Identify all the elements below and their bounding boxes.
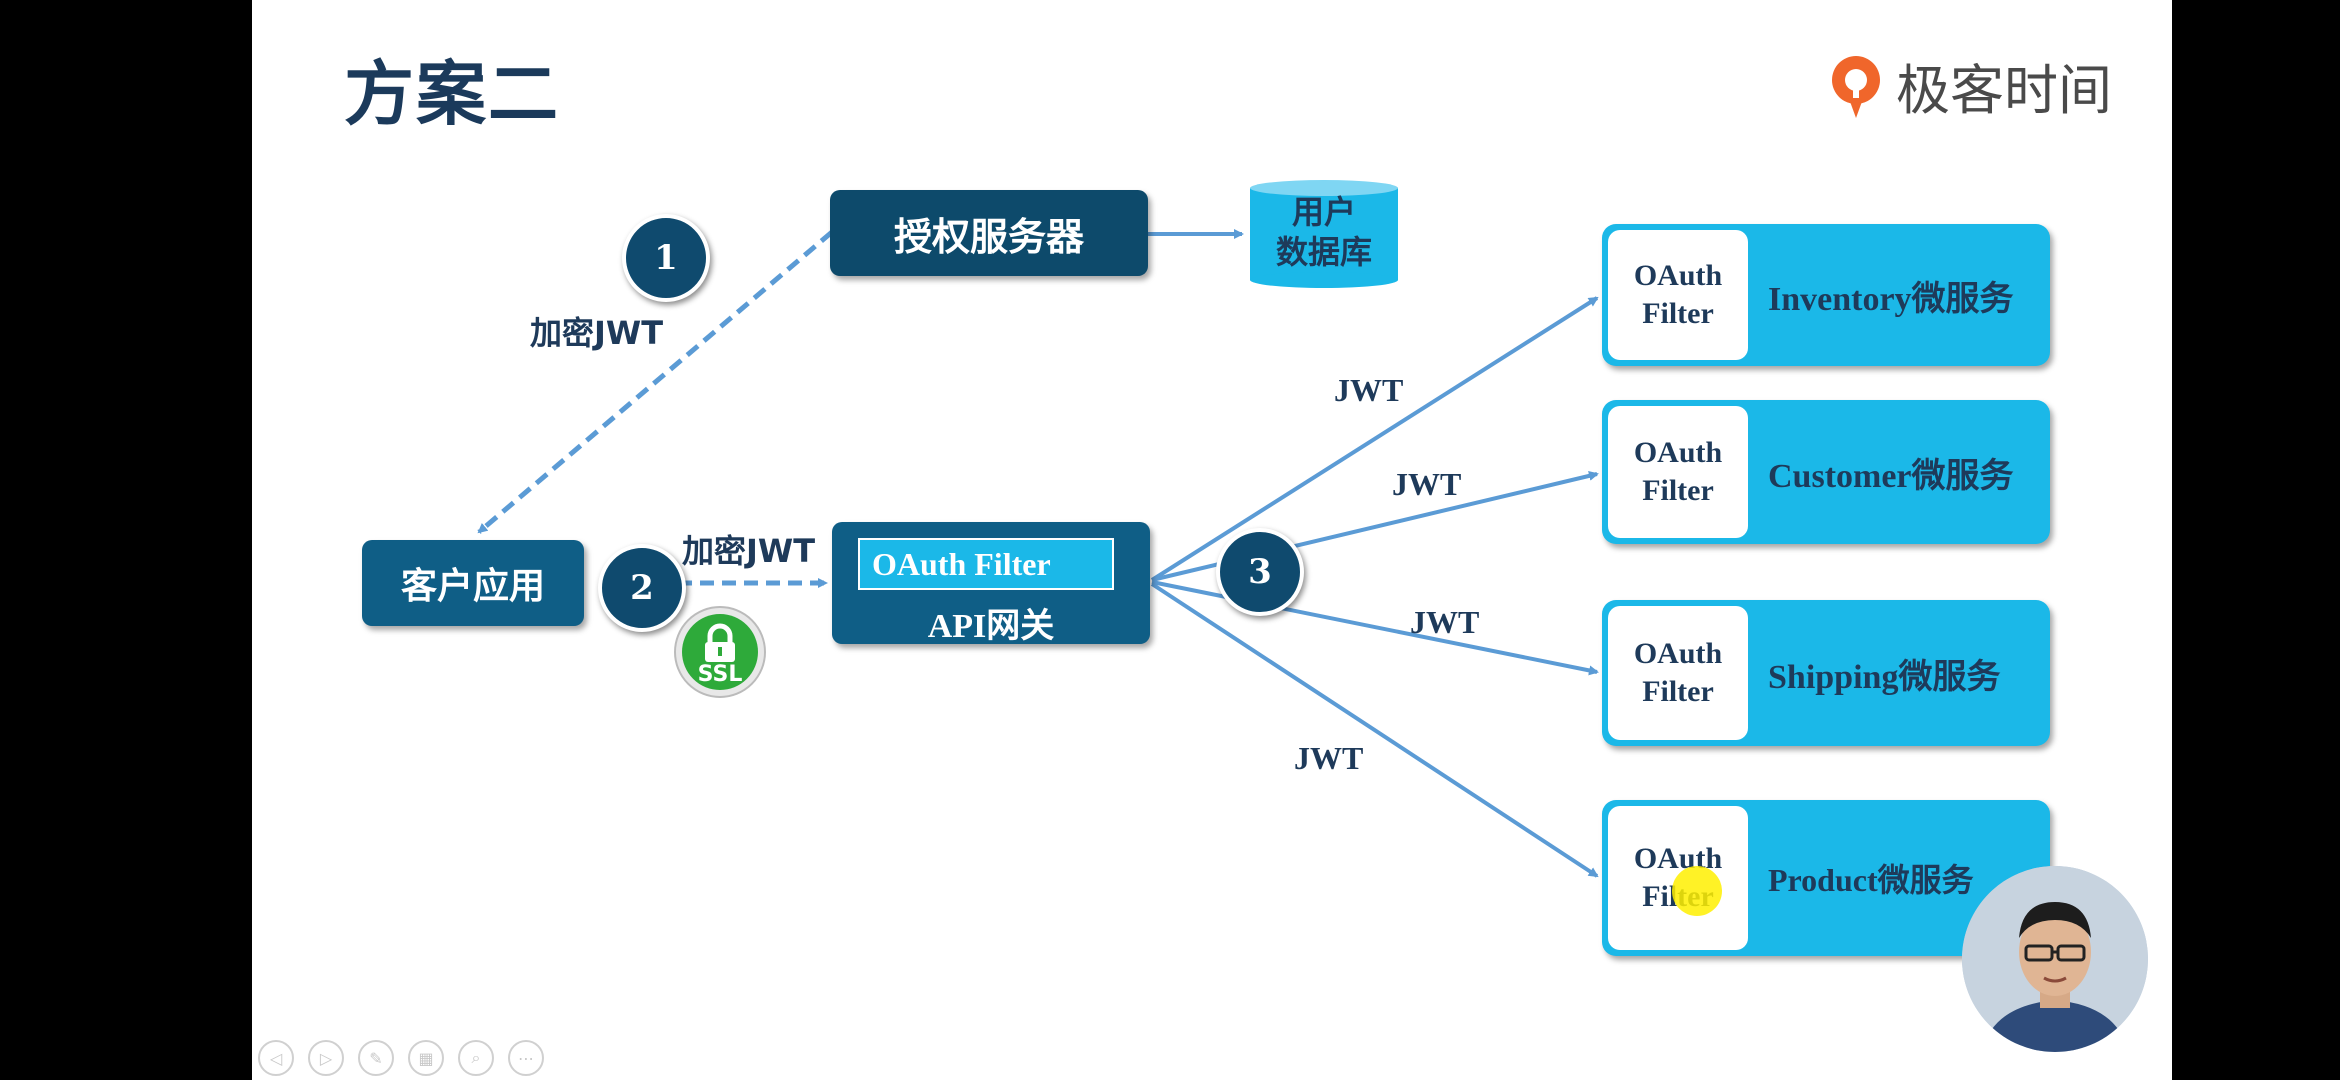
service-oauth-filter: OAuth Filter — [1608, 606, 1748, 740]
logo: 极客时间 — [1826, 46, 2112, 125]
slide: 方案二 极客时间 授权服务器 — [252, 0, 2172, 1080]
jwt-label-inventory: JWT — [1334, 372, 1404, 408]
prev-icon[interactable]: ◁ — [258, 1040, 294, 1076]
auth-server-label: 授权服务器 — [893, 214, 1084, 259]
service-shipping: OAuth Filter Shipping微服务 — [1602, 600, 2050, 746]
gateway-oauth-filter: OAuth Filter — [858, 538, 1114, 590]
filter-line2: Filter — [1642, 474, 1714, 507]
service-oauth-filter: OAuth Filter — [1608, 406, 1748, 538]
service-name: Customer微服务 — [1768, 457, 2014, 495]
api-gateway-label: API网关 — [927, 608, 1055, 645]
ssl-badge-text: SSL — [697, 662, 743, 687]
player-toolbar-icons: ◁ ▷ ✎ ▦ ⌕ ⋯ — [258, 1040, 558, 1076]
jwt-label-shipping: JWT — [1410, 604, 1480, 640]
page-title: 方案二 — [344, 53, 560, 135]
service-inventory: OAuth Filter Inventory微服务 — [1602, 224, 2050, 366]
service-name: Product微服务 — [1768, 862, 1974, 898]
jwt-label-product: JWT — [1294, 740, 1364, 776]
arrow-auth-to-client — [477, 230, 834, 534]
arrow-gateway-to-product — [1150, 582, 1599, 878]
client-app-box: 客户应用 — [362, 540, 584, 626]
client-app-label: 客户应用 — [400, 566, 545, 607]
service-oauth-filter: OAuth Filter — [1608, 230, 1748, 360]
user-db-label-line2: 数据库 — [1275, 233, 1372, 271]
filter-line2: Filter — [1642, 297, 1714, 330]
filter-line1: OAuth — [1633, 436, 1723, 469]
user-db-label-line1: 用户 — [1291, 193, 1356, 231]
logo-text: 极客时间 — [1896, 59, 2112, 122]
encrypted-jwt-label-2: 加密JWT — [682, 532, 816, 570]
logo-icon — [1826, 52, 1886, 120]
service-name: Inventory微服务 — [1768, 280, 2014, 318]
pointer-highlight — [1672, 866, 1722, 916]
arrow-gateway-to-inventory — [1150, 296, 1599, 582]
filter-line1: OAuth — [1633, 259, 1723, 292]
more-icon[interactable]: ⋯ — [508, 1040, 544, 1076]
service-customer: OAuth Filter Customer微服务 — [1602, 400, 2050, 544]
zoom-icon[interactable]: ⌕ — [458, 1040, 494, 1076]
filter-line1: OAuth — [1633, 637, 1723, 670]
api-gateway-box: OAuth Filter API网关 — [832, 522, 1150, 645]
user-db-cylinder: 用户 数据库 — [1248, 178, 1400, 290]
step-2-badge: 2 — [598, 544, 686, 632]
gateway-oauth-filter-label: OAuth Filter — [872, 545, 1051, 582]
presenter-video — [1962, 866, 2148, 1052]
slides-icon[interactable]: ▦ — [408, 1040, 444, 1076]
step-3-badge: 3 — [1216, 528, 1304, 616]
service-name: Shipping微服务 — [1768, 658, 2001, 696]
next-icon[interactable]: ▷ — [308, 1040, 344, 1076]
step-1-badge: 1 — [622, 214, 710, 302]
pen-icon[interactable]: ✎ — [358, 1040, 394, 1076]
jwt-label-customer: JWT — [1392, 466, 1462, 502]
filter-line2: Filter — [1642, 675, 1714, 708]
encrypted-jwt-label-1: 加密JWT — [530, 314, 664, 352]
lock-icon: SSL — [672, 604, 768, 700]
auth-server-box: 授权服务器 — [830, 190, 1148, 276]
